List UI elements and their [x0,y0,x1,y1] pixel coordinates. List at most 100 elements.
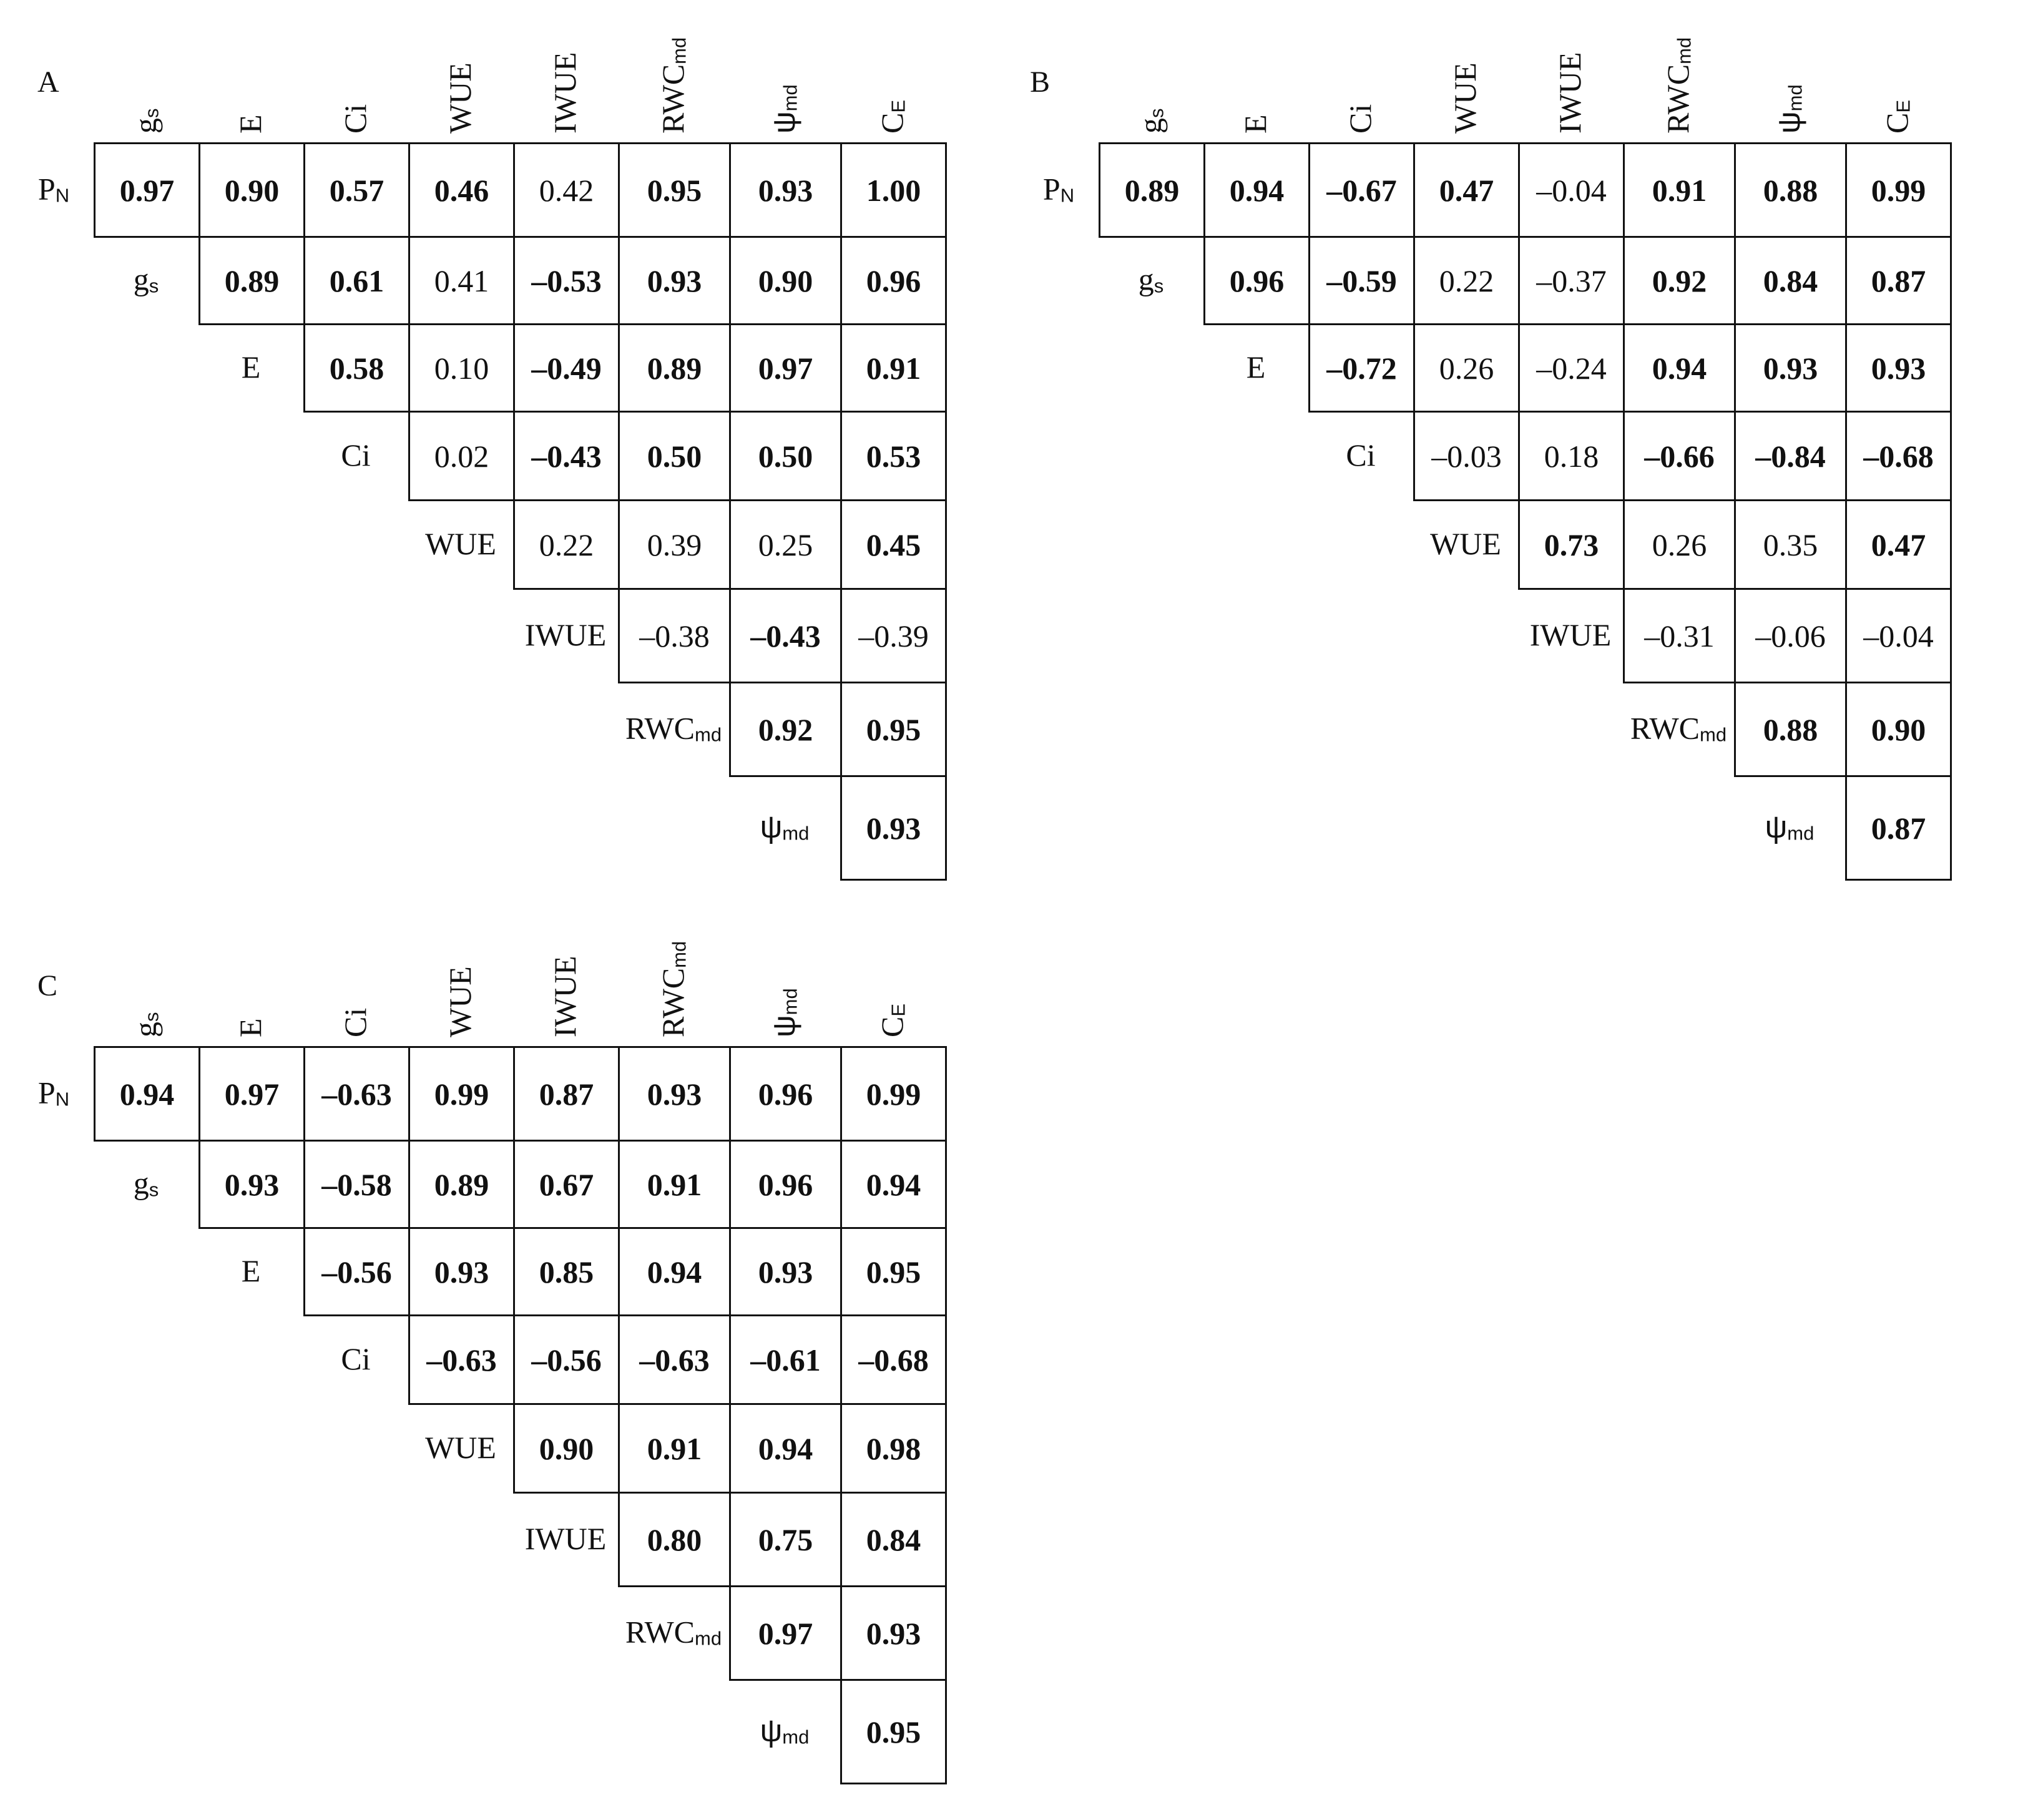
correlation-cell: 0.89 [1099,142,1205,238]
correlation-cell: 1.00 [840,142,947,238]
correlation-cell: 0.84 [840,1492,947,1587]
correlation-cell: 0.26 [1623,499,1736,590]
correlation-cell: –0.61 [729,1314,842,1405]
column-header-psi-md: ψmd [1771,84,1806,134]
column-header-e: E [233,114,268,134]
correlation-cell: 0.80 [618,1492,731,1587]
correlation-cell: 0.91 [618,1403,731,1494]
row-header-wue: WUE [425,1430,496,1465]
correlation-cell: –0.56 [303,1227,410,1316]
correlation-cell: 0.94 [1623,323,1736,413]
row-header-wue: WUE [425,526,496,561]
row-header-iwue: IWUE [524,617,607,652]
row-header-p-n: PN [37,1075,70,1110]
correlation-cell: –0.39 [840,588,947,683]
correlation-cell: 0.18 [1518,411,1625,501]
correlation-cell: 0.39 [618,499,731,590]
correlation-cell: 0.91 [1623,142,1736,238]
correlation-cell: –0.72 [1308,323,1415,413]
row-header-g-s: gs [133,1165,159,1201]
correlation-cell: –0.43 [729,588,842,683]
correlation-cell: 0.96 [840,236,947,325]
correlation-cell: 0.93 [729,142,842,238]
correlation-cell: 0.90 [513,1403,620,1494]
correlation-cell: 0.35 [1734,499,1847,590]
correlation-cell: 0.94 [840,1140,947,1229]
column-header-c-e: CE [1879,99,1914,134]
correlation-cell: 0.26 [1413,323,1520,413]
correlation-cell: 0.22 [513,499,620,590]
correlation-cell: 0.93 [198,1140,305,1229]
column-header-c-e: CE [874,99,909,134]
correlation-cell: –0.06 [1734,588,1847,683]
correlation-cell: 0.95 [840,682,947,777]
correlation-cell: 0.89 [408,1140,515,1229]
correlation-cell: –0.58 [303,1140,410,1229]
correlation-cell: 0.47 [1413,142,1520,238]
correlation-cell: 0.96 [729,1140,842,1229]
correlation-cell: 0.93 [1845,323,1952,413]
correlation-cell: –0.63 [408,1314,515,1405]
correlation-cell: 0.58 [303,323,410,413]
row-header-g-s: gs [1138,262,1164,297]
row-header-psi-md: ψmd [1765,809,1815,844]
panel-label: B [1030,66,1051,99]
correlation-cell: 0.88 [1734,682,1847,777]
column-header-rwc-md: RWCmd [1660,37,1695,134]
correlation-cell: 0.41 [408,236,515,325]
correlation-cell: 0.97 [198,1046,305,1142]
correlation-cell: 0.84 [1734,236,1847,325]
column-header-iwue: IWUE [547,956,582,1038]
correlation-cell: –0.43 [513,411,620,501]
column-header-iwue: IWUE [1552,52,1587,134]
correlation-cell: –0.67 [1308,142,1415,238]
correlation-cell: 0.67 [513,1140,620,1229]
correlation-cell: 0.22 [1413,236,1520,325]
correlation-cell: –0.37 [1518,236,1625,325]
correlation-cell: 0.93 [618,236,731,325]
correlation-cell: 0.25 [729,499,842,590]
correlation-cell: 0.95 [840,1679,947,1784]
row-header-rwc-md: RWCmd [625,1614,722,1650]
column-header-iwue: IWUE [547,52,582,134]
correlation-cell: 0.53 [840,411,947,501]
row-header-iwue: IWUE [1529,617,1612,652]
column-header-ci: Ci [338,1007,373,1037]
correlation-cell: 0.88 [1734,142,1847,238]
correlation-cell: 0.87 [1845,236,1952,325]
correlation-cell: 0.47 [1845,499,1952,590]
correlation-cell: 0.57 [303,142,410,238]
correlation-cell: 0.75 [729,1492,842,1587]
correlation-cell: 0.97 [729,1585,842,1681]
correlation-cell: –0.04 [1845,588,1952,683]
correlation-cell: –0.04 [1518,142,1625,238]
correlation-cell: 0.91 [618,1140,731,1229]
correlation-cell: 0.73 [1518,499,1625,590]
row-header-p-n: PN [37,171,70,207]
correlation-cell: 0.99 [840,1046,947,1142]
column-header-wue: WUE [443,62,478,134]
column-header-g-s: gs [1133,108,1168,134]
column-header-wue: WUE [443,966,478,1037]
column-header-rwc-md: RWCmd [655,37,690,134]
correlation-cell: 0.93 [1734,323,1847,413]
correlation-cell: 0.92 [1623,236,1736,325]
correlation-cell: 0.50 [618,411,731,501]
column-header-e: E [1238,114,1273,134]
correlation-cell: –0.63 [303,1046,410,1142]
correlation-cell: –0.59 [1308,236,1415,325]
correlation-cell: 0.89 [198,236,305,325]
correlation-cell: –0.53 [513,236,620,325]
correlation-cell: 0.97 [729,323,842,413]
correlation-cell: 0.92 [729,682,842,777]
correlation-cell: –0.63 [618,1314,731,1405]
correlation-cell: 0.93 [840,775,947,881]
correlation-cell: 0.96 [729,1046,842,1142]
panel-label: A [37,66,59,99]
correlation-cell: 0.93 [729,1227,842,1316]
correlation-cell: –0.68 [840,1314,947,1405]
correlation-cell: 0.95 [618,142,731,238]
correlation-cell: 0.91 [840,323,947,413]
